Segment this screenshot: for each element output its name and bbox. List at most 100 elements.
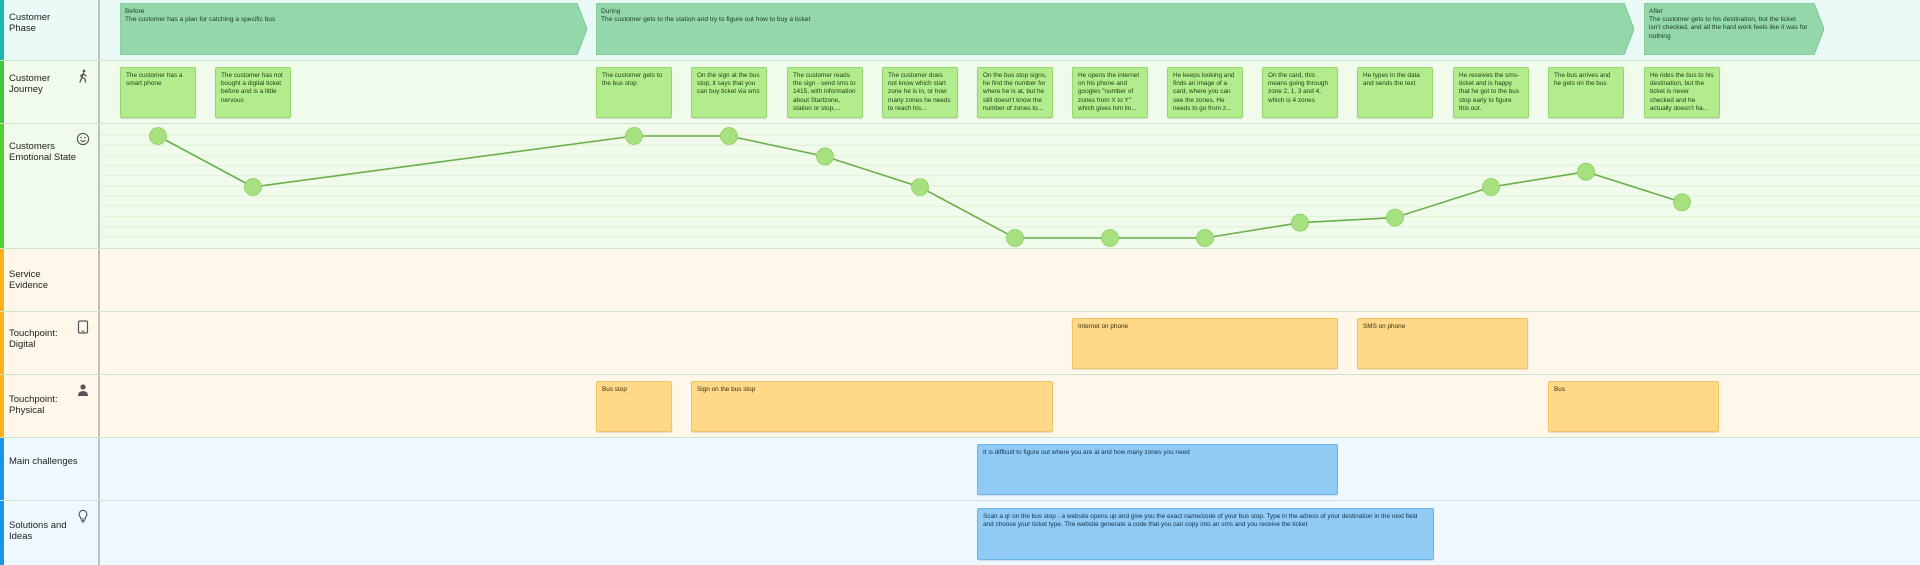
journey-step-card[interactable]: The customer has a smart phone (120, 67, 196, 118)
lane-solutions-ideas: Solutions and Ideas Scan a qr on the bus… (0, 501, 1920, 565)
journey-step-text: He types in the data and sends the text (1363, 72, 1420, 88)
journey-step-text: The customer has not bought a digital ti… (221, 72, 283, 104)
lane-title: Touchpoint: Digital (9, 328, 58, 350)
journey-step-text: He opens the internet on his phone and g… (1078, 72, 1140, 112)
journey-step-card[interactable]: On the sign at the bus stop, it says tha… (691, 67, 767, 118)
journey-step-card[interactable]: The bus arrives and he gets on the bus (1548, 67, 1624, 118)
emotion-point[interactable] (1482, 178, 1500, 196)
journey-step-text: The bus arrives and he gets on the bus (1554, 72, 1611, 88)
journey-step-card[interactable]: The customer gets to the bus stop (596, 67, 672, 118)
emotion-point[interactable] (911, 178, 929, 196)
lane-header[interactable]: Customer Phase (4, 0, 100, 60)
touchpoint-card[interactable]: Internet on phone (1072, 318, 1338, 369)
lane-header[interactable]: Solutions and Ideas (4, 501, 100, 565)
emotion-point[interactable] (1577, 162, 1595, 181)
emotion-point[interactable] (1673, 193, 1691, 212)
touchpoint-text: Internet on phone (1078, 323, 1129, 330)
journey-step-card[interactable]: He rides the bus to his destination, but… (1644, 67, 1720, 118)
touchpoint-text: Bus stop (602, 386, 627, 393)
phase-description: The customer gets to his destination, bu… (1649, 16, 1808, 40)
journey-step-card[interactable]: The customer has not bought a digital ti… (215, 67, 291, 118)
emotion-line (157, 135, 1683, 239)
journey-step-text: He receives the sms-ticket and is happy … (1459, 72, 1520, 112)
phase-arrow-shape (1644, 3, 1824, 55)
phase-arrow-shape (596, 3, 1634, 55)
emotion-point[interactable] (1006, 229, 1024, 247)
lane-emotional-state: Customers Emotional State (0, 124, 1920, 249)
journey-step-card[interactable]: He types in the data and sends the text (1357, 67, 1433, 118)
journey-step-text: The customer has a smart phone (126, 72, 183, 88)
emotion-point[interactable] (1101, 229, 1119, 247)
touchpoint-text: Bus (1554, 386, 1566, 393)
emotion-point[interactable] (244, 178, 262, 196)
journey-step-card[interactable]: He opens the internet on his phone and g… (1072, 67, 1148, 118)
lane-touchpoint-digital: Touchpoint: Digital Internet on phone SM… (0, 312, 1920, 375)
lane-accent-bar (0, 61, 4, 123)
phase-arrow-shape (120, 3, 587, 55)
emotion-point[interactable] (625, 127, 643, 145)
lane-title: Touchpoint: Physical (9, 394, 58, 416)
phase-description: The customer gets to the station and try… (601, 16, 811, 24)
lane-header[interactable]: Touchpoint: Physical (4, 375, 100, 437)
lane-title: Solutions and Ideas (9, 520, 67, 542)
lightbulb-icon (78, 509, 88, 523)
lane-header[interactable]: Customer Journey (4, 61, 100, 123)
challenge-card[interactable]: It is difficult to figure out where you … (977, 444, 1338, 495)
journey-step-card[interactable]: He keeps looking and finds an image of a… (1167, 67, 1243, 118)
lane-customer-journey: Customer Journey The customer has a smar… (0, 61, 1920, 124)
journey-step-text: On the card, this means going through zo… (1268, 72, 1329, 104)
emotion-point[interactable] (816, 147, 834, 166)
lane-accent-bar (0, 375, 4, 437)
touchpoint-card[interactable]: Bus (1548, 381, 1719, 432)
lane-header[interactable]: Touchpoint: Digital (4, 312, 100, 374)
lane-header[interactable]: Service Evidence (4, 249, 100, 311)
touchpoint-text: Sign on the bus stop (697, 386, 756, 393)
touchpoint-card[interactable]: Sign on the bus stop (691, 381, 1053, 432)
lane-title: Customer Journey (9, 73, 51, 95)
lane-main-challenges: Main challenges It is difficult to figur… (0, 438, 1920, 501)
emotion-point[interactable] (720, 127, 738, 145)
emotion-point[interactable] (1196, 229, 1214, 247)
journey-step-card[interactable]: On the bus stop signs, he find the numbe… (977, 67, 1053, 118)
journey-step-card[interactable]: On the card, this means going through zo… (1262, 67, 1338, 118)
lane-accent-bar (0, 249, 4, 311)
lane-accent-bar (0, 312, 4, 374)
emotion-point[interactable] (1291, 213, 1309, 232)
lane-header[interactable]: Main challenges (4, 438, 100, 500)
lane-header[interactable]: Customers Emotional State (4, 124, 100, 248)
journey-step-card[interactable]: The customer reads the sign - send sms t… (787, 67, 863, 118)
touchpoint-text: SMS on phone (1363, 323, 1406, 330)
emotion-point[interactable] (1386, 208, 1404, 227)
journey-step-text: He keeps looking and finds an image of a… (1173, 72, 1235, 112)
journey-step-text: The customer gets to the bus stop (602, 72, 663, 88)
phase-label: During (601, 8, 621, 15)
emotion-curve-chart (100, 127, 1920, 247)
journey-step-text: He rides the bus to his destination, but… (1650, 72, 1714, 112)
phase-label: Before (125, 8, 145, 15)
smiley-face-icon (76, 132, 90, 146)
lane-title: Customers Emotional State (9, 141, 77, 163)
journey-step-text: On the bus stop signs, he find the numbe… (983, 72, 1047, 112)
journey-step-text: The customer reads the sign - send sms t… (793, 72, 856, 112)
solution-card[interactable]: Scan a qr on the bus stop - a website op… (977, 508, 1434, 560)
journey-step-card[interactable]: He receives the sms-ticket and is happy … (1453, 67, 1529, 118)
tablet-icon (77, 320, 89, 334)
lane-accent-bar (0, 124, 4, 248)
touchpoint-card[interactable]: SMS on phone (1357, 318, 1528, 369)
walking-person-icon (79, 69, 87, 83)
lane-title: Main challenges (9, 456, 78, 467)
journey-step-card[interactable]: The customer does not know which start z… (882, 67, 958, 118)
lane-accent-bar (0, 438, 4, 500)
emotion-point[interactable] (149, 127, 167, 145)
touchpoint-card[interactable]: Bus stop (596, 381, 672, 432)
journey-step-text: The customer does not know which start z… (888, 72, 951, 112)
challenge-text: It is difficult to figure out where you … (983, 449, 1190, 456)
phase-label: After (1649, 8, 1663, 15)
lane-accent-bar (0, 501, 4, 565)
